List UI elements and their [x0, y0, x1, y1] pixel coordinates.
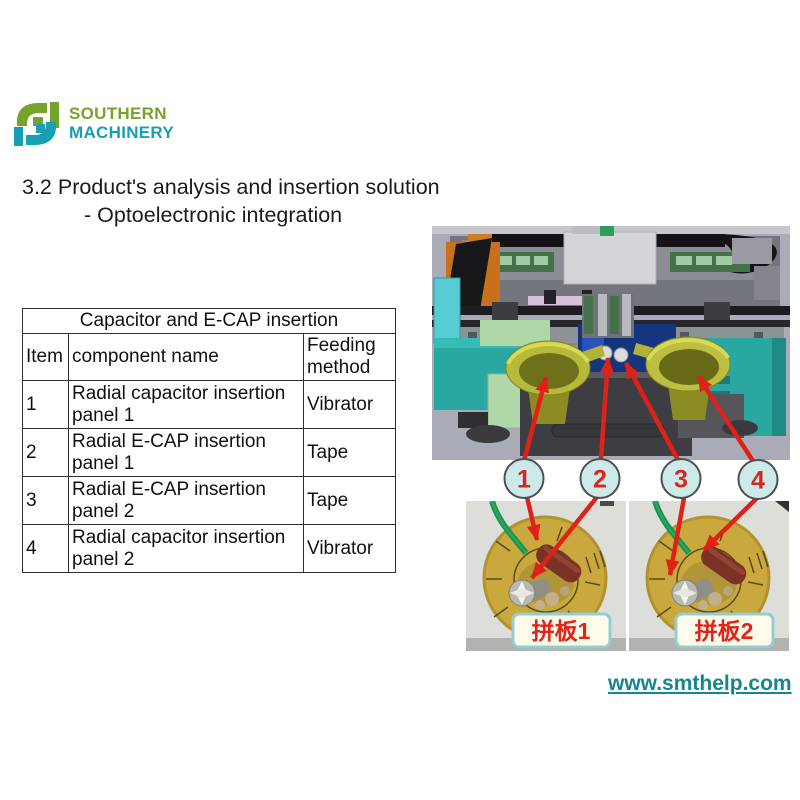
callout-circles: 1 2 3 4: [503, 458, 779, 500]
callout-number-4: 4: [751, 467, 765, 495]
header-item: Item: [22, 333, 69, 381]
logo-line2: MACHINERY: [69, 123, 175, 142]
cell-item-2: 2: [22, 428, 69, 477]
panel-label-2-box: [674, 612, 775, 649]
company-logo: SOUTHERN MACHINERY: [13, 99, 174, 149]
cell-component-3: Radial E-CAP insertion panel 2: [68, 476, 304, 525]
table-row: 3 Radial E-CAP insertion panel 2 Tape: [22, 476, 396, 525]
logo-s-icon: [14, 102, 59, 146]
table-caption-row: Capacitor and E-CAP insertion: [22, 308, 396, 334]
cell-feeding-1: Vibrator: [303, 380, 396, 429]
panel-photos: 拼板1 拼板2: [466, 501, 789, 651]
callout-circle-1: [503, 458, 545, 499]
panel-label-1: 拼板1: [532, 618, 591, 644]
cell-item-4: 4: [22, 524, 69, 573]
insertion-spec-table: Capacitor and E-CAP insertion Item compo…: [22, 308, 396, 573]
cell-component-1: Radial capacitor insertion panel 1: [68, 380, 304, 429]
cell-feeding-2: Tape: [303, 428, 396, 477]
table-row: 2 Radial E-CAP insertion panel 1 Tape: [22, 428, 396, 477]
slide-title-line1: 3.2 Product's analysis and insertion sol…: [22, 175, 440, 199]
callout-circle-3: [660, 458, 702, 499]
callout-number-1: 1: [517, 466, 531, 494]
callout-number-2: 2: [593, 466, 607, 494]
cell-component-4: Radial capacitor insertion panel 2: [68, 524, 304, 573]
logo-line1: SOUTHERN: [69, 104, 167, 123]
header-component-name: component name: [68, 333, 304, 381]
slide-title: 3.2 Product's analysis and insertion sol…: [22, 173, 440, 229]
cell-item-1: 1: [22, 380, 69, 429]
ecap-component: [701, 546, 747, 585]
callout-number-3: 3: [674, 466, 688, 494]
callout-circle-2: [579, 458, 621, 499]
cell-item-3: 3: [22, 476, 69, 525]
website-link[interactable]: www.smthelp.com: [608, 672, 792, 695]
cell-component-2: Radial E-CAP insertion panel 1: [68, 428, 304, 477]
table-header-row: Item component name Feeding method: [22, 333, 396, 381]
panel-photo-1: 拼板1: [466, 501, 626, 651]
slide-title-line2: - Optoelectronic integration: [84, 203, 343, 227]
panel-photo-2: 拼板2: [629, 501, 789, 651]
table-caption: Capacitor and E-CAP insertion: [22, 308, 396, 334]
table-row: 4 Radial capacitor insertion panel 2 Vib…: [22, 524, 396, 573]
panel-label-2: 拼板2: [695, 618, 754, 644]
logo-text: SOUTHERN MACHINERY: [69, 104, 174, 142]
table-row: 1 Radial capacitor insertion panel 1 Vib…: [22, 380, 396, 429]
cell-feeding-3: Tape: [303, 476, 396, 525]
cell-feeding-4: Vibrator: [303, 524, 396, 573]
header-feeding-method: Feeding method: [303, 333, 396, 381]
callout-circle-4: [737, 459, 779, 500]
panel-label-1-box: [511, 612, 612, 649]
machine-cad-image: [432, 226, 790, 460]
